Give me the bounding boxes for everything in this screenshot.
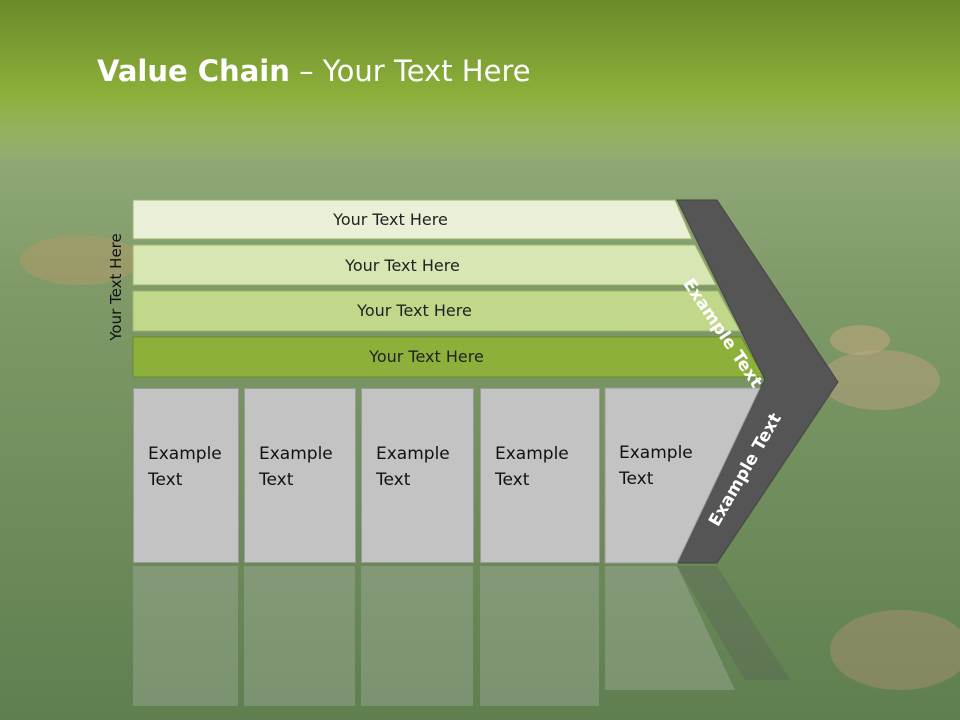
bar-1-shape (132, 199, 693, 240)
bar-4: Your Text Here (133, 337, 764, 375)
bar-1: Your Text Here (133, 200, 692, 238)
bar-2-shape (132, 244, 717, 286)
box-2: Example Text (244, 388, 356, 563)
box-2-line1: Example (259, 444, 333, 464)
box-5-line2: Text (619, 469, 654, 489)
bar-3-shape (132, 290, 741, 332)
title-rest: – Your Text Here (289, 54, 531, 88)
box-4: Example Text (480, 388, 600, 563)
box-1: Example Text (133, 388, 239, 563)
chevron-arrow (676, 199, 839, 564)
box-5-line1: Example (619, 443, 693, 463)
box-4-line1: Example (495, 444, 569, 464)
box-4-line2: Text (495, 470, 530, 490)
bar-2: Your Text Here (133, 246, 716, 284)
box-1-line2: Text (148, 470, 183, 490)
bar-3: Your Text Here (133, 291, 740, 329)
box-5-shape (604, 387, 761, 564)
box-5: Example Text (605, 388, 725, 563)
title-bold: Value Chain (97, 54, 290, 88)
box-3-line1: Example (376, 444, 450, 464)
bar-1-label: Your Text Here (333, 209, 448, 229)
box-2-line2: Text (259, 470, 294, 490)
bar-4-label: Your Text Here (369, 346, 484, 366)
bar-3-label: Your Text Here (357, 300, 472, 320)
box-3: Example Text (361, 388, 474, 563)
box-1-line1: Example (148, 444, 222, 464)
reflection (133, 566, 790, 706)
page-title: Value Chain – Your Text Here (97, 54, 531, 88)
box-3-line2: Text (376, 470, 411, 490)
bar-2-label: Your Text Here (345, 255, 460, 275)
